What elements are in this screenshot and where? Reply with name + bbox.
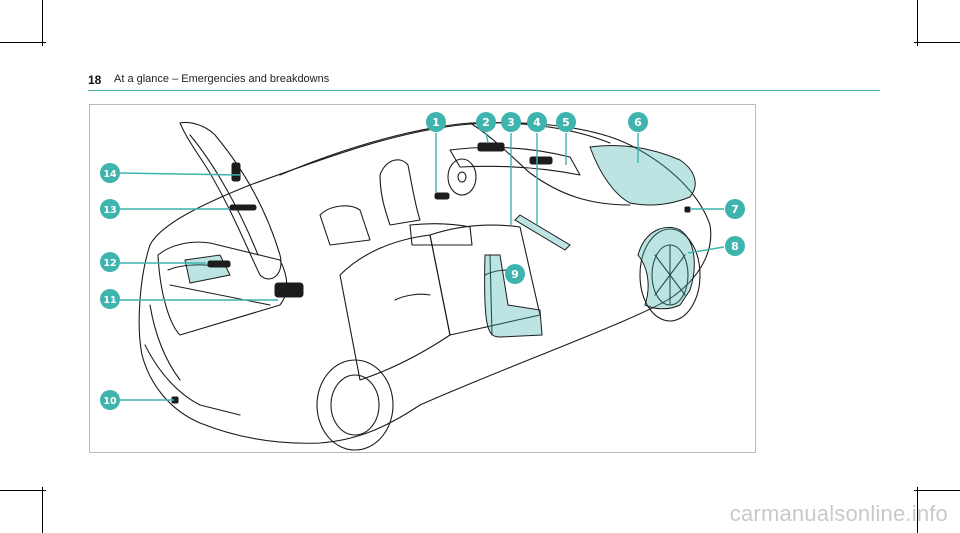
component-tailgate-light (229, 204, 257, 211)
crop-mark-top-left-v (42, 0, 43, 46)
callout-4: 4 (527, 112, 547, 132)
b-pillar-highlight (484, 254, 543, 338)
svg-text:3: 3 (507, 116, 515, 129)
crop-mark-bottom-right-h (914, 490, 960, 491)
svg-text:11: 11 (103, 295, 116, 306)
component-tailgate-handle (231, 162, 241, 182)
crop-mark-top-left-h (0, 42, 46, 43)
callout-13: 13 (100, 199, 120, 219)
component-trunk-tool (207, 260, 231, 268)
crop-mark-bottom-left-h (0, 490, 46, 491)
tailgate (179, 121, 282, 280)
component-roof-control (477, 142, 505, 152)
crop-mark-top-right-h (914, 42, 960, 43)
callout-3: 3 (501, 112, 521, 132)
rear-door (339, 234, 451, 381)
component-console (434, 192, 450, 200)
svg-text:2: 2 (482, 116, 490, 129)
driver-seat (379, 159, 421, 226)
car-illustration: 1 2 3 4 5 6 7 8 9 10 11 12 13 14 (100, 112, 745, 451)
component-dash (529, 156, 553, 165)
callout-10: 10 (100, 390, 120, 410)
vehicle-overview-figure: 1 2 3 4 5 6 7 8 9 10 11 12 13 14 (89, 104, 756, 453)
svg-text:7: 7 (731, 203, 739, 216)
crop-mark-bottom-right-v (917, 487, 918, 533)
svg-text:5: 5 (562, 116, 570, 129)
rear-bumper (144, 344, 241, 416)
crop-mark-top-right-v (917, 0, 918, 46)
callout-1: 1 (426, 112, 446, 132)
svg-text:4: 4 (533, 116, 541, 129)
callout-9: 9 (505, 264, 525, 284)
front-wheel-arch-highlight (637, 226, 695, 310)
svg-text:12: 12 (103, 258, 116, 269)
windscreen (469, 122, 631, 206)
svg-text:9: 9 (511, 268, 519, 281)
callout-markers: 1 2 3 4 5 6 7 8 9 10 11 12 13 14 (100, 112, 745, 410)
svg-text:1: 1 (432, 116, 440, 129)
section-title: At a glance – Emergencies and breakdowns (114, 73, 330, 85)
crop-mark-bottom-left-v (42, 487, 43, 533)
svg-text:10: 10 (103, 396, 117, 407)
front-wheel (639, 228, 701, 322)
callout-11: 11 (100, 289, 120, 309)
sill-highlight (514, 214, 571, 251)
callout-8: 8 (725, 236, 745, 256)
svg-text:13: 13 (103, 205, 116, 216)
watermark: carmanualsonline.info (729, 501, 948, 526)
rear-seat (319, 205, 371, 246)
svg-text:8: 8 (731, 240, 739, 253)
svg-text:14: 14 (103, 169, 117, 180)
callout-12: 12 (100, 252, 120, 272)
rear-trunk-mat-highlight (184, 254, 231, 284)
callout-5: 5 (556, 112, 576, 132)
steering-wheel (447, 158, 477, 196)
component-tow-eye-front (684, 206, 691, 213)
windscreen-highlight (589, 145, 696, 206)
rear-wheel (316, 359, 394, 451)
callout-14: 14 (100, 163, 120, 183)
component-battery (274, 282, 304, 298)
svg-text:6: 6 (634, 116, 642, 129)
trunk-opening (157, 241, 288, 336)
callout-2: 2 (476, 112, 496, 132)
callout-6: 6 (628, 112, 648, 132)
car-body-outline (138, 122, 712, 444)
roof-line (279, 122, 611, 176)
header-rule (88, 90, 880, 91)
door-handle-rear (394, 293, 431, 301)
front-door (429, 224, 541, 336)
callout-7: 7 (725, 199, 745, 219)
page-header: 18 At a glance – Emergencies and breakdo… (88, 73, 880, 95)
page-number: 18 (88, 73, 102, 87)
